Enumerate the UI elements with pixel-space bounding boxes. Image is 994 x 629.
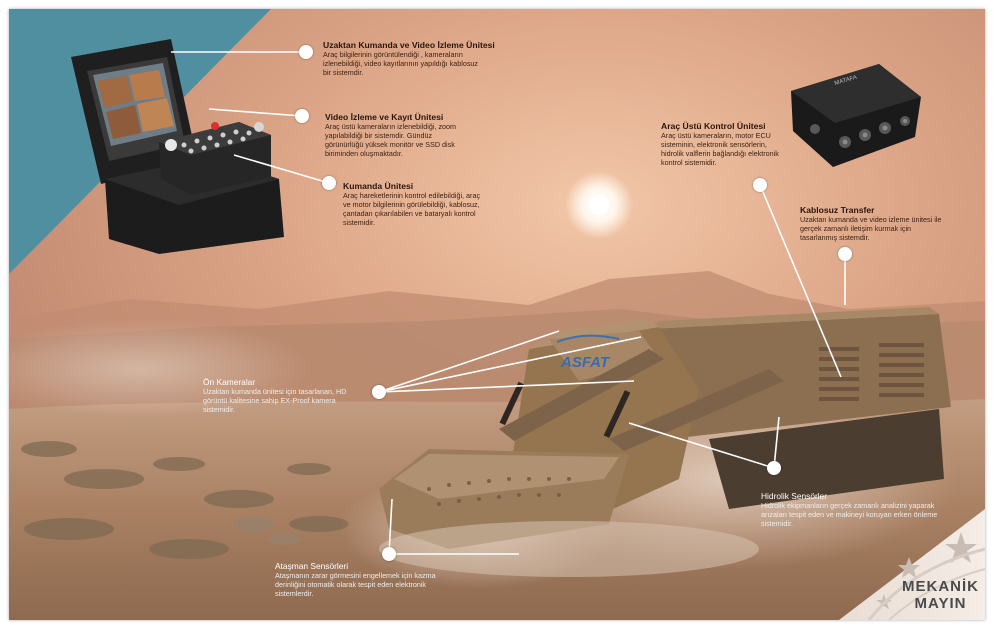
callout-front-cameras: Ön Kameralar Uzaktan kumanda ünitesi içi… (203, 377, 373, 414)
callout-wireless: Kablosuz Transfer Uzaktan kumanda ve vid… (800, 205, 970, 242)
callout-title: Kumanda Ünitesi (343, 181, 414, 191)
callout-line: gerçek zamanlı iletişim kurmak için (800, 224, 912, 233)
callout-line: Araç üstü kameraların, motor ECU (661, 131, 771, 140)
callout-line: tasarlanmış sistemdir. (800, 233, 870, 242)
callout-line: Uzaktan kumanda ve video izleme ünitesi … (800, 215, 942, 224)
callout-line: sistemlerdir. (275, 589, 314, 598)
callout-title: Video İzleme ve Kayıt Ünitesi (325, 112, 444, 122)
callout-attachment: Ataşman Sensörleri Ataşmanın zarar görme… (275, 561, 455, 598)
callout-line: ve motor bilgilerinin görülebildiği, kab… (343, 200, 480, 209)
callout-lines (171, 51, 846, 555)
callout-title: Hidrolik Sensörler (761, 491, 828, 501)
callout-line: bir sistemdir. (323, 68, 364, 77)
brand-corner (839, 509, 985, 620)
callout-title: Kablosuz Transfer (800, 205, 875, 215)
callout-dot-video (295, 109, 309, 123)
callout-dot-wireless (838, 247, 852, 261)
callout-line: Araç hareketlerinin kontrol edilebildiği… (343, 191, 481, 200)
callout-line: görünürlüğü yüksek monitör ve SSD disk (325, 140, 455, 149)
callout-dot-attachment (382, 547, 396, 561)
callout-title: Ataşman Sensörleri (275, 561, 349, 571)
callout-title: Uzaktan Kumanda ve Video İzleme Ünitesi (323, 40, 495, 50)
callout-line: izlenebildiği, video kayıtlarının yapıld… (323, 59, 479, 68)
brand-line-1: MEKANİK (902, 578, 979, 595)
callout-vehicle-control: Araç Üstü Kontrol Ünitesi Araç üstü kame… (661, 121, 801, 167)
callout-dot-cameras (372, 385, 386, 399)
callout-line: biriminden oluşmaktadır. (325, 149, 403, 158)
callout-dot-vehicle-control (753, 178, 767, 192)
rugged-case-controller (71, 39, 284, 254)
callout-line: Uzaktan kumanda ünitesi için tasarlanan,… (203, 387, 347, 396)
callout-line: sistemidir. (203, 405, 235, 414)
callout-remote-unit: Uzaktan Kumanda ve Video İzleme Ünitesi … (323, 40, 523, 77)
callout-line: derinliğini otomatik olarak tespit eden … (275, 580, 427, 589)
callout-line: Araç üstü kameraların izlenebildiği, zoo… (325, 122, 457, 131)
callout-line: Hidrolik ekipmanların gerçek zamanlı ana… (761, 501, 935, 510)
callout-line: sistemidir. (343, 218, 375, 227)
callout-hydraulic: Hidrolik Sensörler Hidrolik ekipmanların… (761, 491, 961, 528)
brand-line-2: MAYIN (914, 595, 967, 612)
callout-dot-remote (299, 45, 313, 59)
callout-line: Ataşmanın zarar görmesini engellemek içi… (275, 571, 436, 580)
callout-line: çantadan çıkarılabilen ve bataryalı kont… (343, 209, 476, 218)
callout-line: sistemidir. (761, 519, 793, 528)
callout-video-unit: Video İzleme ve Kayıt Ünitesi Araç üstü … (325, 112, 495, 158)
control-unit-box: MATAFA (791, 64, 921, 167)
mine-clearing-vehicle: ASFAT (379, 307, 951, 577)
callout-command-unit: Kumanda Ünitesi Araç hareketlerinin kont… (343, 181, 513, 227)
callout-line: arızaları tespit eden ve makineyi koruya… (761, 510, 938, 519)
callout-dot-hydraulic (767, 461, 781, 475)
callout-line: hidrolik valflerin bağlandığı elektronik (661, 149, 779, 158)
callout-title: Araç Üstü Kontrol Ünitesi (661, 121, 766, 131)
vehicle-logo: ASFAT (560, 354, 611, 371)
background-illustration: ASFAT (9, 9, 985, 620)
callout-line: Araç bilgilerinin görüntülendiği , kamer… (323, 50, 463, 59)
callout-line: sisteminin, elektronik sensörlerin, (661, 140, 767, 149)
callout-line: görüntü kalitesine sahip EX-Proof kamera (203, 396, 336, 405)
callout-line: kontrol sistemidir. (661, 158, 717, 167)
brand-title: MEKANİK MAYIN (902, 578, 979, 612)
callout-title: Ön Kameralar (203, 377, 256, 387)
callout-line: yapılabildiği bir sistemdir. Gündüz (325, 131, 433, 140)
callout-dot-command (322, 176, 336, 190)
infographic: ASFAT (9, 9, 985, 620)
